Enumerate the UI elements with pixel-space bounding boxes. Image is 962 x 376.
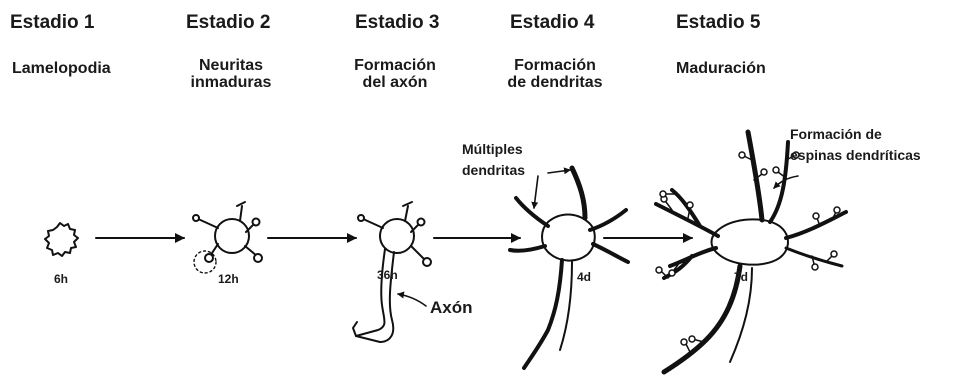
multiple-dendrites-line-1: Múltiples: [462, 141, 523, 157]
stage-2-title: Estadio 2: [186, 12, 271, 33]
stage-4-subtitle: Formación de dendritas: [490, 57, 620, 91]
stage-2-subtitle-line-2: inmaduras: [190, 74, 272, 91]
stage-2-subtitle-line-1: Neuritas: [198, 57, 264, 74]
stage-3-subtitle-line-2: del axón: [362, 74, 428, 91]
spines-callout-arrow: [773, 175, 799, 189]
dendritic-spines-line-1: Formación de: [790, 126, 882, 142]
stage-2-time: 12h: [218, 272, 239, 286]
stage-2-subtitle: Neuritas inmaduras: [176, 57, 286, 91]
stage-2-neuron: [192, 201, 263, 274]
stage-3-time: 36h: [377, 268, 398, 282]
stage-5-title: Estadio 5: [676, 12, 761, 33]
multiple-dendrites-label: Múltiples dendritas: [462, 139, 525, 181]
stage-4-subtitle-line-2: de dendritas: [507, 74, 603, 91]
dendritic-spines-line-2: espinas dendríticas: [790, 147, 921, 163]
axon-label: Axón: [430, 298, 473, 317]
stage-4-time: 4d: [577, 270, 592, 284]
stage-5-subtitle: Maduración: [676, 60, 766, 77]
stage-4-title: Estadio 4: [510, 12, 595, 33]
stage-3-title: Estadio 3: [355, 12, 440, 33]
axon-callout-arrow: [397, 291, 427, 307]
stage-5-neuron: [654, 129, 848, 375]
stage-1-cell: [44, 222, 79, 257]
stage-3-subtitle-line-1: Formación: [354, 57, 436, 74]
stage-4-neuron: [508, 165, 630, 370]
stage-1-time: 6h: [54, 272, 69, 286]
stage-1-subtitle: Lamelopodia: [12, 60, 111, 77]
stage-3-neuron: [352, 201, 432, 343]
stage-1-title: Estadio 1: [10, 12, 95, 33]
stage-3-subtitle: Formación del axón: [340, 57, 450, 91]
stage-5-time: 7d: [734, 270, 749, 284]
multiple-dendrites-line-2: dendritas: [462, 162, 526, 178]
stage-1-subtitle-line: Lamelopodia: [12, 60, 111, 77]
stage-5-subtitle-line: Maduración: [676, 60, 766, 77]
callout-arrows: [397, 167, 799, 307]
dendrites-callout-arrow-1: [531, 175, 539, 209]
dendrites-callout-arrow-2: [547, 167, 571, 175]
dendritic-spines-label: Formación de espinas dendríticas: [790, 124, 921, 166]
stage-4-subtitle-line-1: Formación: [514, 57, 596, 74]
